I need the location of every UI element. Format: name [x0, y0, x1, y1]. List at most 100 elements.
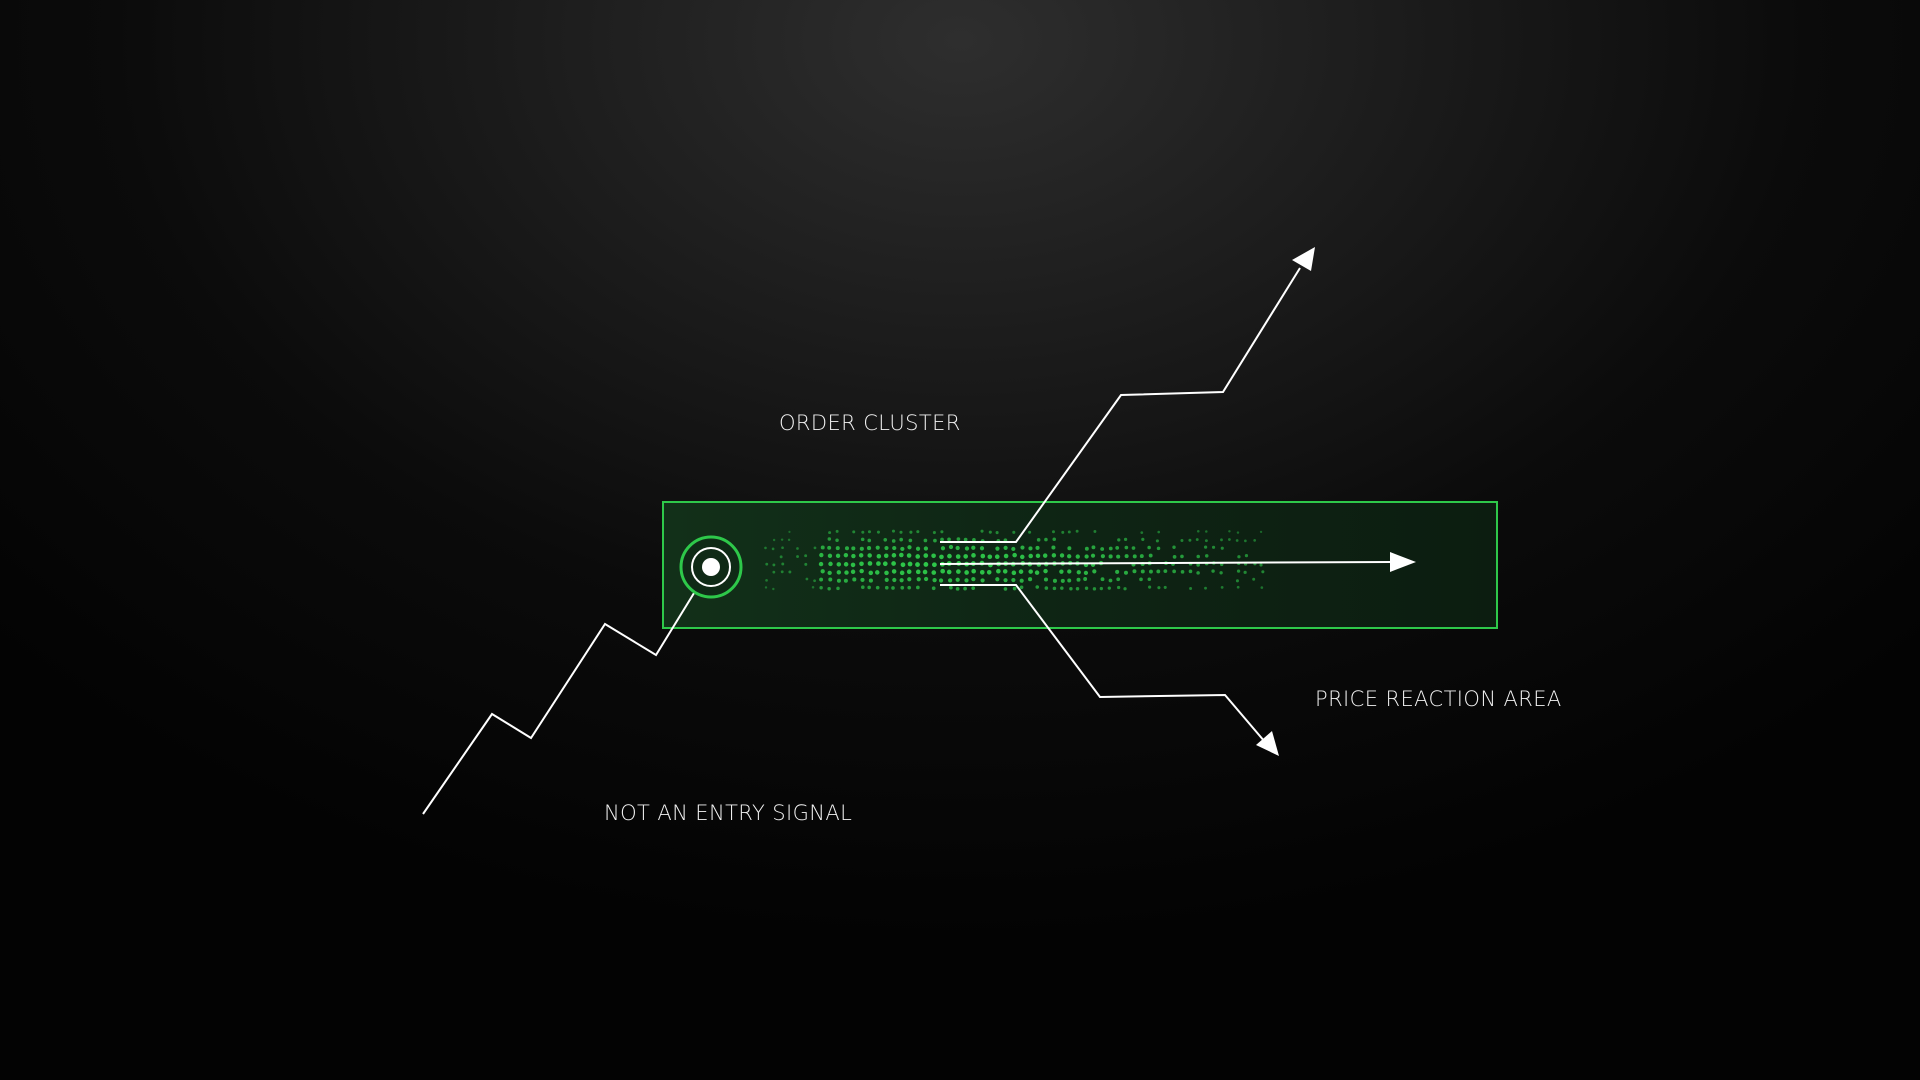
cluster-dot [772, 570, 776, 574]
cluster-dot [764, 546, 767, 550]
upward-arrow-icon [1292, 247, 1315, 271]
price-reaction-area-label: PRICE REACTION AREA [1315, 687, 1562, 711]
cluster-dot [1090, 553, 1096, 558]
cluster-dot [1069, 587, 1073, 591]
cluster-dot [1052, 578, 1057, 583]
cluster-dot [1091, 545, 1096, 550]
cluster-dot [828, 561, 833, 567]
cluster-dot [1204, 539, 1208, 543]
cluster-dot [1100, 554, 1105, 559]
cluster-dot [850, 562, 856, 568]
cluster-dot [955, 577, 960, 582]
cluster-dot [900, 585, 905, 590]
cluster-dot [844, 570, 849, 575]
cluster-dot [780, 570, 784, 574]
cluster-dot [931, 570, 937, 575]
cluster-dot [772, 587, 775, 591]
cluster-dot [892, 545, 897, 551]
cluster-dot [859, 561, 864, 567]
cluster-dot [933, 538, 937, 543]
cluster-dot [1044, 586, 1049, 590]
cluster-dot [1243, 570, 1247, 574]
cluster-dot [939, 554, 944, 560]
cluster-dot [931, 553, 936, 559]
cluster-dot [899, 552, 904, 558]
not-entry-signal-label: NOT AN ENTRY SIGNAL [604, 801, 853, 825]
cluster-dot [1075, 529, 1079, 533]
cluster-dot [964, 578, 969, 583]
cluster-dot [1157, 586, 1161, 590]
cluster-dot [1076, 577, 1081, 582]
cluster-dot [819, 577, 824, 582]
cluster-dot [946, 569, 952, 575]
cluster-dot [948, 544, 954, 550]
cluster-dot [1019, 578, 1024, 583]
cluster-dot [891, 586, 895, 590]
cluster-dot [1115, 569, 1120, 574]
cluster-dot [1235, 539, 1239, 542]
cluster-dot [907, 561, 913, 567]
cluster-dot [852, 530, 856, 534]
cluster-dot [932, 530, 936, 535]
cluster-dot [827, 570, 832, 576]
cluster-dot [931, 562, 937, 568]
cluster-dot [805, 577, 809, 581]
cluster-dot [907, 545, 912, 550]
cluster-dot [1011, 546, 1016, 552]
cluster-dot [813, 546, 817, 550]
cluster-dot [1067, 554, 1072, 559]
cluster-dot [931, 586, 936, 591]
cluster-dot [1051, 553, 1057, 558]
cluster-dot [1259, 530, 1263, 534]
cluster-dot [1100, 547, 1105, 551]
cluster-dot [1084, 554, 1089, 559]
cluster-dot [1011, 577, 1016, 583]
cluster-dot [1020, 554, 1025, 560]
cluster-dot [1236, 569, 1241, 573]
cluster-dot [1196, 529, 1200, 533]
cluster-dot [1148, 553, 1153, 558]
cluster-dot [1075, 554, 1080, 559]
cluster-dot [867, 561, 873, 566]
cluster-dot [859, 568, 864, 574]
cluster-dot [779, 555, 783, 559]
cluster-dot [1084, 546, 1089, 551]
cluster-dot [883, 553, 889, 559]
order-cluster-label: ORDER CLUSTER [779, 411, 961, 435]
cluster-dot [818, 561, 824, 567]
cluster-dot [955, 554, 961, 559]
cluster-dot [940, 537, 944, 542]
cluster-dot [804, 562, 808, 566]
cluster-dot [884, 570, 889, 576]
cluster-dot [796, 547, 799, 550]
cluster-dot [1067, 569, 1072, 574]
cluster-dot [861, 585, 865, 589]
cluster-dot [1067, 578, 1072, 583]
cluster-dot [772, 538, 776, 542]
cluster-dot [907, 577, 912, 582]
right-arrow-icon [1390, 552, 1416, 572]
cluster-dot [1235, 579, 1239, 583]
cluster-dot [1117, 538, 1121, 542]
cluster-dot [1115, 545, 1120, 550]
cluster-dot [980, 578, 985, 583]
cluster-dot [891, 539, 896, 543]
cluster-dot [1156, 569, 1161, 574]
cluster-dot [1092, 569, 1097, 574]
cluster-dot [956, 569, 961, 574]
cluster-dot [1108, 546, 1113, 551]
cluster-dot [884, 545, 889, 551]
cluster-dot [764, 586, 768, 589]
cluster-dot [1172, 545, 1176, 549]
cluster-dot [874, 570, 880, 575]
cluster-dot [1036, 538, 1041, 542]
cluster-dot [1035, 585, 1040, 589]
cluster-dot [851, 546, 856, 551]
cluster-dot [1220, 546, 1224, 550]
cluster-dot [828, 577, 833, 582]
cluster-dot [1012, 552, 1017, 558]
cluster-dot [1163, 569, 1168, 573]
cluster-dot [867, 553, 872, 558]
cluster-dot [971, 568, 976, 574]
cluster-dot [940, 546, 946, 551]
